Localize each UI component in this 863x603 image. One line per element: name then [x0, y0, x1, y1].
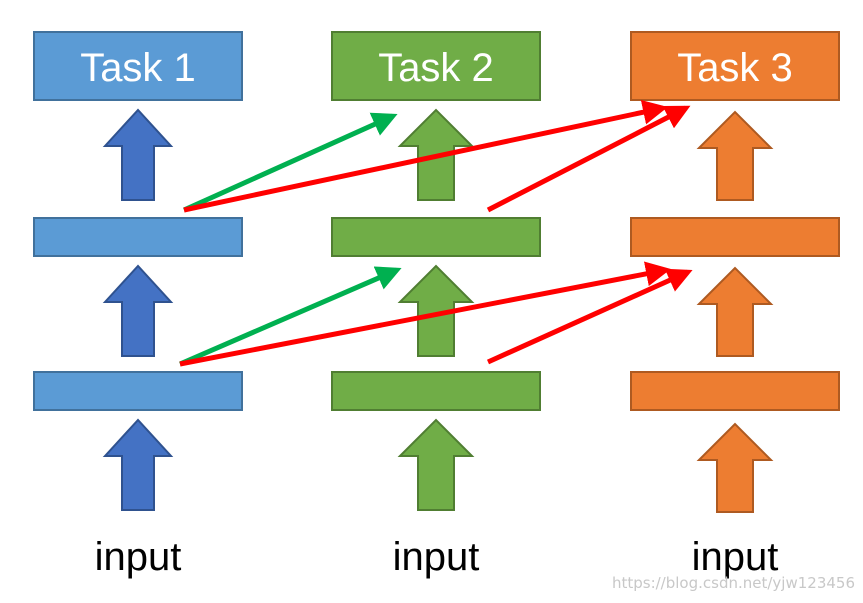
- column-task2: Task 2 input: [331, 31, 541, 579]
- task2-layer2: [331, 217, 541, 257]
- connection-task2-layer1-to-task3-layer2: [486, 268, 693, 365]
- task1-label: Task 1: [80, 46, 196, 90]
- task1-input-label: input: [95, 535, 182, 579]
- connection-task1-layer2-to-task3: [183, 99, 668, 213]
- connection-task1-layer2-to-task2: [182, 112, 398, 213]
- task2-input-arrow-icon: [397, 418, 475, 511]
- task1-layer1-up-arrow-icon: [102, 264, 174, 357]
- task3-layer1: [630, 371, 840, 411]
- lateral-connections: [179, 99, 693, 367]
- task3-layer1-up-arrow-icon: [696, 266, 774, 357]
- task3-input-arrow-icon: [696, 422, 774, 513]
- connection-task2-layer2-to-task3: [486, 105, 691, 213]
- task3-up-arrow-icon: [696, 110, 774, 201]
- column-task1: Task 1 input: [33, 31, 243, 579]
- task3-layer2: [630, 217, 840, 257]
- column-task3: Task 3 input: [630, 31, 840, 579]
- task2-layer1-up-arrow-icon: [397, 264, 475, 357]
- task1-layer1: [33, 371, 243, 411]
- task1-input-arrow-icon: [102, 418, 174, 511]
- task2-input-label: input: [393, 535, 480, 579]
- watermark: https://blog.csdn.net/yjw123456: [612, 574, 855, 592]
- task3-label: Task 3: [677, 46, 793, 90]
- task1-layer2: [33, 217, 243, 257]
- task3-box: [630, 31, 840, 101]
- task2-label: Task 2: [378, 46, 494, 90]
- task1-box: [33, 31, 243, 101]
- task3-input-label: input: [692, 535, 779, 579]
- connection-task1-layer1-to-task2-layer2: [179, 266, 402, 367]
- task2-layer1: [331, 371, 541, 411]
- task1-up-arrow-icon: [102, 108, 174, 201]
- task2-box: [331, 31, 541, 101]
- connection-task1-layer1-to-task3-layer2: [179, 261, 671, 367]
